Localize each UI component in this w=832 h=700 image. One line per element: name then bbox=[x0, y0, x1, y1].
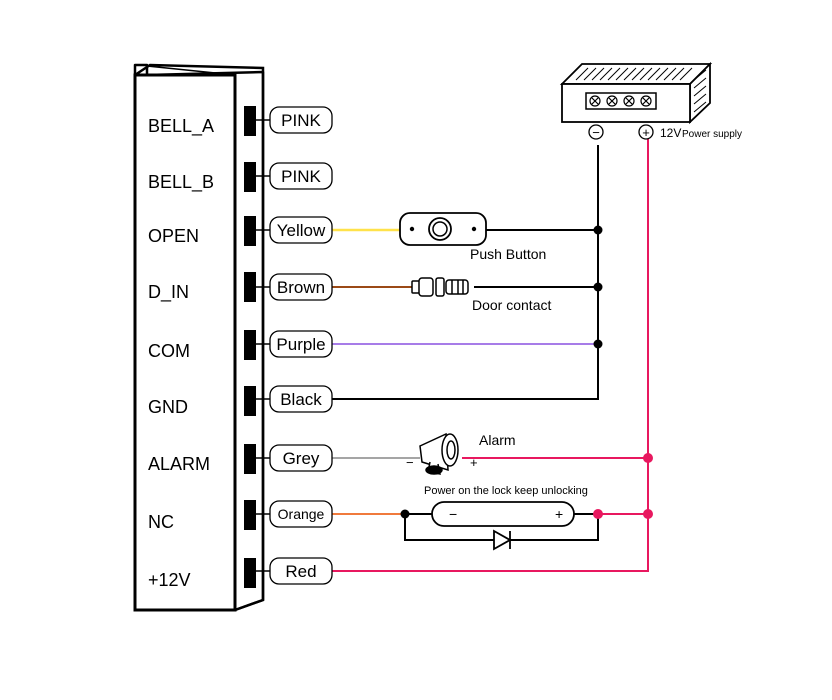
push-button-label: Push Button bbox=[470, 246, 546, 262]
connector-nc bbox=[244, 500, 256, 530]
junction-dots bbox=[400, 225, 653, 519]
electric-lock-device bbox=[431, 501, 575, 527]
power-supply-unit bbox=[559, 61, 713, 125]
terminal-label-com: COM bbox=[148, 341, 190, 361]
terminal-connectors bbox=[244, 106, 256, 588]
wire-red bbox=[331, 130, 649, 572]
terminal-label-open: OPEN bbox=[148, 226, 199, 246]
alarm-label: Alarm bbox=[479, 432, 516, 448]
connector-alarm bbox=[244, 444, 256, 474]
terminal-label-d-in: D_IN bbox=[148, 282, 189, 303]
wire-label-bell-b: PINK bbox=[281, 167, 321, 186]
lock-minus: − bbox=[449, 506, 457, 522]
connector-gnd bbox=[244, 386, 256, 416]
connector-bell-b bbox=[244, 162, 256, 192]
terminal-label-bell-b: BELL_B bbox=[148, 172, 214, 193]
alarm-siren-icon bbox=[419, 432, 459, 475]
terminal-label-alarm: ALARM bbox=[148, 454, 210, 474]
wire-label-gnd: Black bbox=[280, 390, 322, 409]
connector-d-in bbox=[244, 272, 256, 302]
wire-label-com: Purple bbox=[276, 335, 325, 354]
connector-12v bbox=[244, 558, 256, 588]
wire-label-d-in: Brown bbox=[277, 278, 325, 297]
psu-label: Power supply bbox=[682, 129, 742, 140]
psu-negative-terminal-icon bbox=[588, 124, 604, 140]
alarm-plus: + bbox=[470, 455, 478, 470]
terminal-label-nc: NC bbox=[148, 512, 174, 532]
lock-note: Power on the lock keep unlocking bbox=[424, 485, 588, 497]
door-contact-label: Door contact bbox=[472, 297, 551, 313]
connector-open bbox=[244, 216, 256, 246]
terminal-label-gnd: GND bbox=[148, 397, 188, 417]
push-button-device bbox=[399, 212, 487, 246]
psu-minus-symbol: − bbox=[592, 125, 600, 140]
alarm-minus: − bbox=[406, 455, 414, 470]
wire-label-nc: Orange bbox=[278, 506, 325, 522]
connector-com bbox=[244, 330, 256, 360]
psu-plus-symbol: + bbox=[642, 125, 650, 140]
wire-labels: PINK PINK Yellow Brown Purple Black Grey… bbox=[269, 106, 333, 585]
wire-label-open: Yellow bbox=[277, 221, 326, 240]
psu-positive-terminal-icon bbox=[638, 124, 654, 140]
wire-label-bell-a: PINK bbox=[281, 111, 321, 130]
wire-label-alarm: Grey bbox=[283, 449, 320, 468]
lock-plus: + bbox=[555, 506, 563, 522]
psu-voltage: 12V bbox=[660, 126, 681, 140]
terminal-label-12v: +12V bbox=[148, 570, 191, 590]
diode-icon bbox=[493, 529, 512, 551]
terminal-label-bell-a: BELL_A bbox=[148, 116, 214, 137]
connector-bell-a bbox=[244, 106, 256, 136]
wire-black bbox=[331, 229, 599, 400]
wire-label-12v: Red bbox=[285, 562, 316, 581]
door-contact-device bbox=[411, 277, 469, 297]
